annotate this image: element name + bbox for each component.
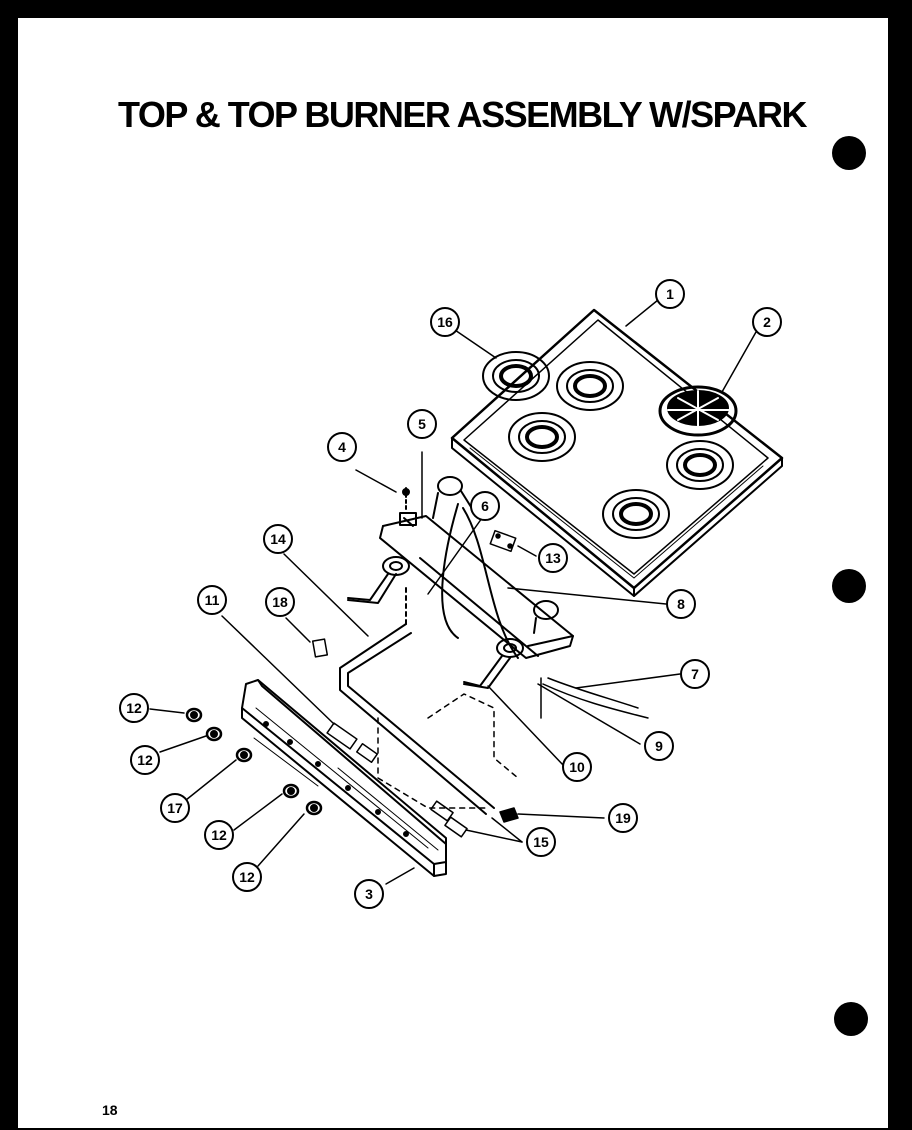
control-knobs — [185, 707, 323, 816]
callout-11: 11 — [197, 585, 227, 615]
manifold-pipe — [339, 587, 495, 815]
callout-9: 9 — [644, 731, 674, 761]
callout-2: 2 — [752, 307, 782, 337]
svg-text:16: 16 — [437, 314, 453, 330]
burner-bowls — [482, 351, 734, 539]
callout-12: 12 — [232, 862, 262, 892]
callout-18: 18 — [265, 587, 295, 617]
callout-10: 10 — [562, 752, 592, 782]
callout-16: 16 — [430, 307, 460, 337]
callout-1: 1 — [655, 279, 685, 309]
callout-4: 4 — [327, 432, 357, 462]
callout-13: 13 — [538, 543, 568, 573]
svg-text:17: 17 — [167, 800, 183, 816]
svg-text:10: 10 — [569, 759, 585, 775]
svg-text:12: 12 — [137, 752, 153, 768]
callout-6: 6 — [470, 491, 500, 521]
svg-text:2: 2 — [763, 314, 771, 330]
callout-14: 14 — [263, 524, 293, 554]
valves-and-brackets — [311, 529, 519, 838]
exploded-parts-diagram: 1 2 16 5 4 6 13 14 8 11 18 7 12 12 17 9 … — [119, 279, 784, 909]
hole-punch-mark — [834, 1002, 868, 1036]
page-number: 18 — [102, 1102, 118, 1118]
ignition-wiring — [377, 677, 649, 809]
cooktop-panel — [450, 308, 784, 597]
svg-text:18: 18 — [272, 594, 288, 610]
svg-text:12: 12 — [239, 869, 255, 885]
hole-punch-mark — [832, 569, 866, 603]
hole-punch-mark — [832, 136, 866, 170]
callout-19: 19 — [608, 803, 638, 833]
svg-text:8: 8 — [677, 596, 685, 612]
callout-17: 17 — [160, 793, 190, 823]
callout-12: 12 — [130, 745, 160, 775]
burner-grate — [658, 385, 738, 437]
svg-text:9: 9 — [655, 738, 663, 754]
callout-5: 5 — [407, 409, 437, 439]
callout-8: 8 — [666, 589, 696, 619]
page-title: TOP & TOP BURNER ASSEMBLY W/SPARK — [118, 94, 807, 135]
callout-12: 12 — [204, 820, 234, 850]
svg-text:3: 3 — [365, 886, 373, 902]
control-panel — [241, 679, 447, 877]
svg-text:19: 19 — [615, 810, 631, 826]
callout-7: 7 — [680, 659, 710, 689]
svg-text:4: 4 — [338, 439, 346, 455]
diagram-sheet: TOP & TOP BURNER ASSEMBLY W/SPARK — [18, 18, 888, 1128]
svg-text:12: 12 — [211, 827, 227, 843]
svg-text:15: 15 — [533, 834, 549, 850]
svg-text:14: 14 — [270, 531, 286, 547]
svg-text:5: 5 — [418, 416, 426, 432]
callout-3: 3 — [354, 879, 384, 909]
svg-text:7: 7 — [691, 666, 699, 682]
svg-text:12: 12 — [126, 700, 142, 716]
leader-lines — [149, 299, 757, 885]
svg-text:6: 6 — [481, 498, 489, 514]
svg-text:1: 1 — [666, 286, 674, 302]
svg-text:13: 13 — [545, 550, 561, 566]
svg-text:11: 11 — [205, 592, 220, 608]
callout-15: 15 — [526, 827, 556, 857]
callout-12: 12 — [119, 693, 149, 723]
